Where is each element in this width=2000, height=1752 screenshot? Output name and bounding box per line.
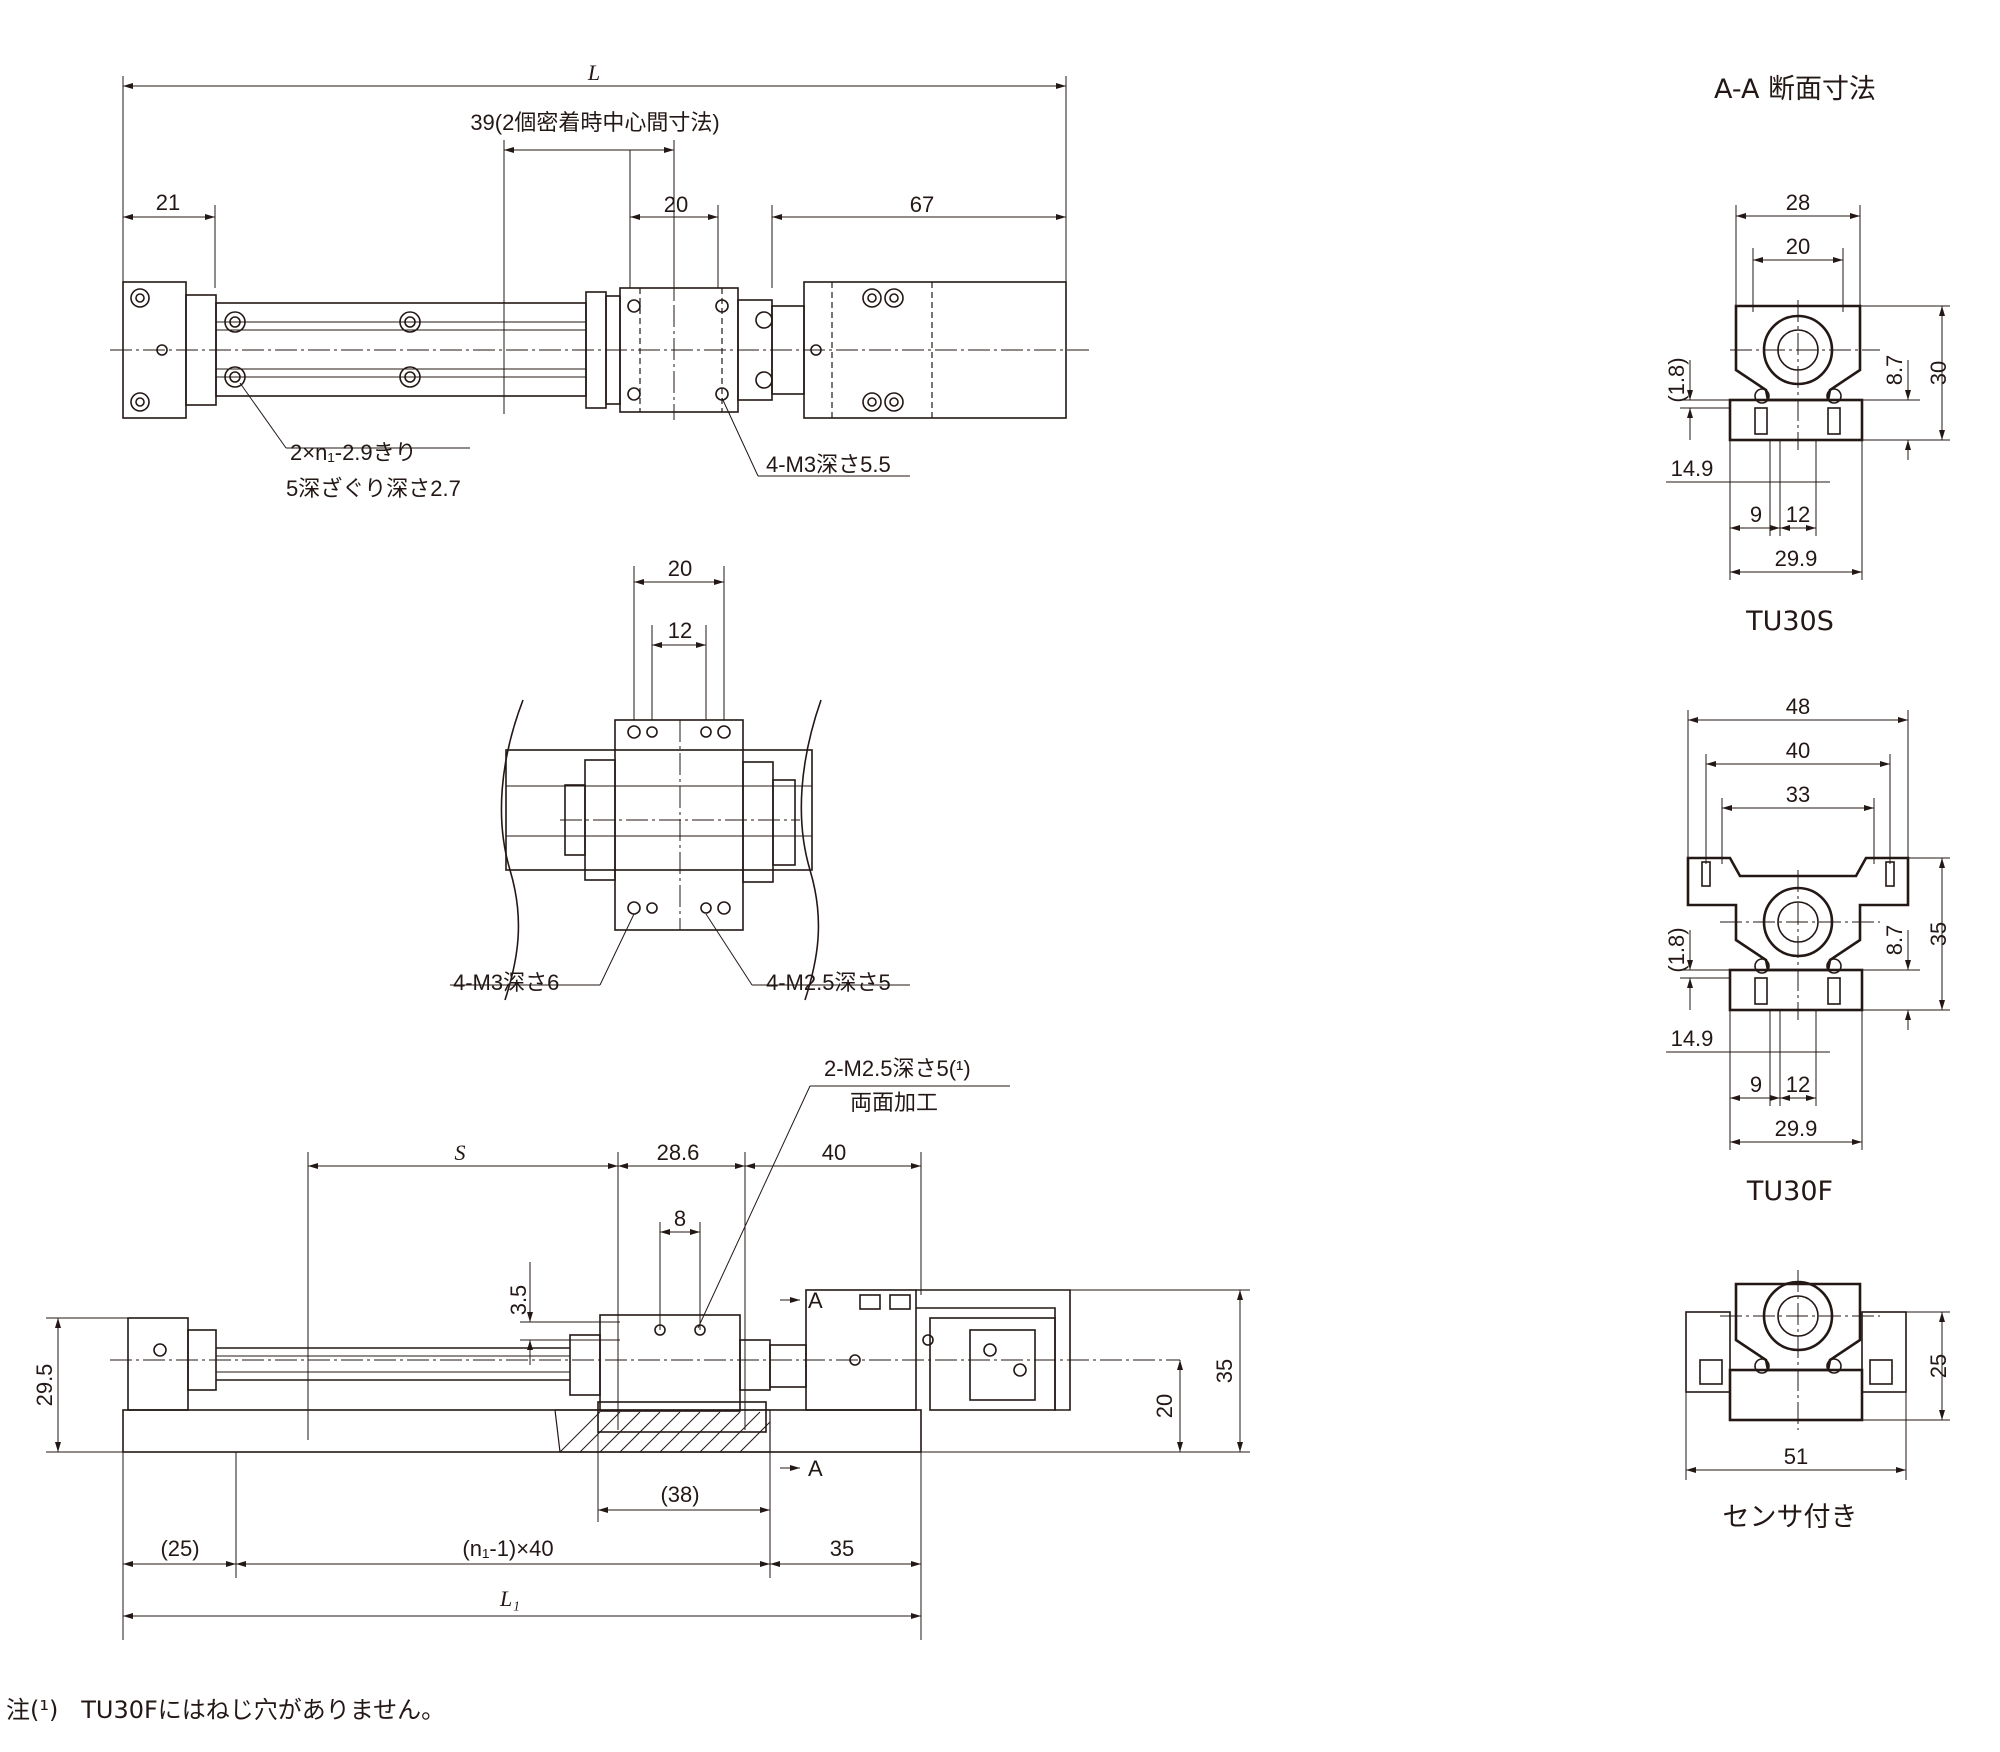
side-25-label: (25) bbox=[160, 1536, 199, 1561]
side-stroke-label: S bbox=[455, 1140, 466, 1165]
top-m3-label: 4-M3深さ5.5 bbox=[766, 452, 891, 477]
side-pitch-label: (n₁-1)×40 bbox=[462, 1536, 553, 1561]
tu30f-a: 9 bbox=[1750, 1072, 1762, 1097]
mid-m25-label: 4-M2.5深さ5 bbox=[766, 970, 891, 995]
tu30s-b: 12 bbox=[1786, 502, 1810, 527]
tu30f-w1: 48 bbox=[1786, 694, 1810, 719]
side-8-label: 8 bbox=[674, 1206, 686, 1231]
tu30s-h1: 8.7 bbox=[1882, 355, 1907, 386]
top-67-label: 67 bbox=[910, 192, 934, 217]
mid-m3-label: 4-M3深さ6 bbox=[453, 970, 559, 995]
tu30f-name: TU30F bbox=[1746, 1176, 1833, 1207]
tu30f-h2: 35 bbox=[1926, 922, 1951, 946]
side-m25-label: 2-M2.5深さ5(¹) bbox=[824, 1056, 971, 1081]
section-a-top: A bbox=[808, 1288, 823, 1313]
top-21-label: 21 bbox=[156, 190, 180, 215]
top-20-label: 20 bbox=[664, 192, 688, 217]
sensor-h: 25 bbox=[1926, 1354, 1951, 1378]
tu30s-w2: 20 bbox=[1786, 234, 1810, 259]
section-sensor: 25 51 センサ付き bbox=[1685, 1270, 1951, 1533]
top-view: L 39(2個密着時中心間寸法) 21 20 67 2×n₁-2.9きり 5深ざ… bbox=[110, 60, 1090, 501]
top-pitch-label: 39(2個密着時中心間寸法) bbox=[470, 110, 719, 135]
hole-note-2: 5深ざぐり深さ2.7 bbox=[286, 476, 461, 501]
section-title: A-A 断面寸法 bbox=[1714, 74, 1876, 105]
side-286-label: 28.6 bbox=[657, 1140, 700, 1165]
sensor-name: センサ付き bbox=[1723, 1502, 1858, 1533]
side-35r-label: 35 bbox=[1212, 1359, 1237, 1383]
side-295-label: 29.5 bbox=[32, 1364, 57, 1407]
top-length-label: L bbox=[587, 60, 600, 85]
side-L1-label: L₁ bbox=[499, 1586, 520, 1611]
tu30f-off: 14.9 bbox=[1671, 1026, 1714, 1051]
tu30f-gap: (1.8) bbox=[1664, 927, 1689, 972]
tu30s-base: 29.9 bbox=[1775, 546, 1818, 571]
tu30f-h1: 8.7 bbox=[1882, 925, 1907, 956]
tu30s-h2: 30 bbox=[1926, 361, 1951, 385]
tu30f-base: 29.9 bbox=[1775, 1116, 1818, 1141]
side-20v-label: 20 bbox=[1152, 1394, 1177, 1418]
tu30s-name: TU30S bbox=[1745, 606, 1834, 637]
tu30f-b: 12 bbox=[1786, 1072, 1810, 1097]
section-tu30f: 48 40 33 35 8.7 (1.8) bbox=[1664, 694, 1951, 1207]
side-both-label: 両面加工 bbox=[850, 1090, 938, 1115]
tu30s-a: 9 bbox=[1750, 502, 1762, 527]
mid-12-label: 12 bbox=[668, 618, 692, 643]
sensor-w: 51 bbox=[1784, 1444, 1808, 1469]
side-35v-label: 3.5 bbox=[506, 1285, 531, 1316]
tu30s-gap: (1.8) bbox=[1664, 357, 1689, 402]
tu30f-w2: 40 bbox=[1786, 738, 1810, 763]
hole-note-1: 2×n₁-2.9きり bbox=[290, 440, 417, 465]
middle-view: 20 12 4-M3深さ6 4-M2.5深さ5 bbox=[450, 556, 910, 1001]
side-35b-label: 35 bbox=[830, 1536, 854, 1561]
tu30f-w3: 33 bbox=[1786, 782, 1810, 807]
side-view: 2-M2.5深さ5(¹) 両面加工 S 28.6 40 8 3.5 bbox=[32, 1056, 1250, 1640]
section-tu30s: 28 20 30 8.7 (1.8) 14.9 9 bbox=[1664, 190, 1951, 637]
tu30s-w1: 28 bbox=[1786, 190, 1810, 215]
section-a-bottom: A bbox=[808, 1456, 823, 1481]
footnote: 注(¹) TU30Fにはねじ穴がありません。 bbox=[6, 1696, 446, 1724]
side-40-label: 40 bbox=[822, 1140, 846, 1165]
mid-20-label: 20 bbox=[668, 556, 692, 581]
tu30s-off: 14.9 bbox=[1671, 456, 1714, 481]
side-38-label: (38) bbox=[660, 1482, 699, 1507]
